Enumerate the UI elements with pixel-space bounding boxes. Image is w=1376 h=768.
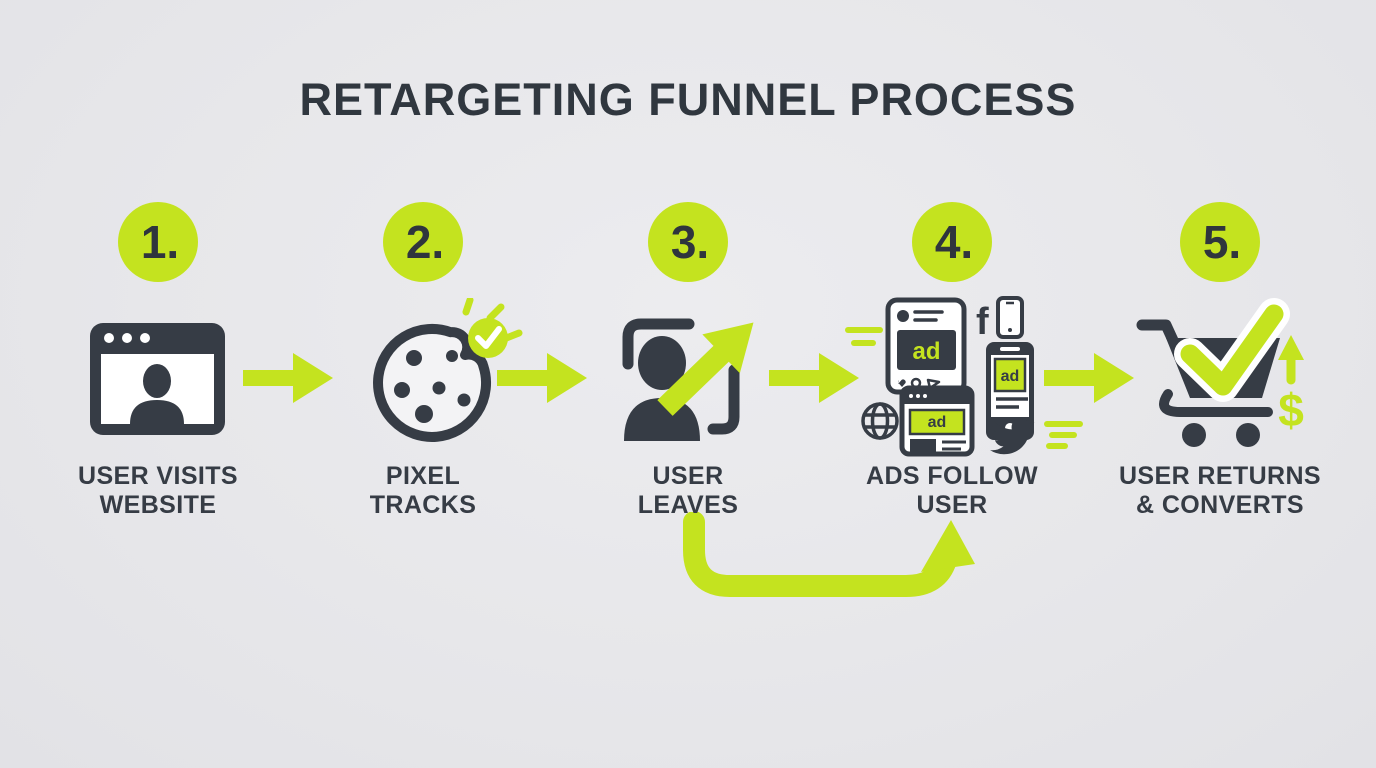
heart-icon xyxy=(898,379,906,387)
small-phone-icon xyxy=(996,296,1024,339)
connector-arrow-2 xyxy=(497,350,589,406)
cookie-pixel-icon xyxy=(362,298,524,450)
share-icon xyxy=(926,378,941,390)
browser-ad-icon: ad xyxy=(899,385,975,457)
social-ad-card-icon: ad xyxy=(885,297,967,395)
step-4-number: 4. xyxy=(934,216,974,268)
connector-arrow-1 xyxy=(243,350,335,406)
ads-devices-icon: ad f ad xyxy=(840,290,1090,462)
checkmark-icon xyxy=(1180,304,1284,396)
globe-icon xyxy=(861,402,899,440)
sparkle-icon xyxy=(462,298,474,316)
browser-user-icon xyxy=(85,318,230,440)
step-3-number-badge: 3. xyxy=(648,202,728,282)
step-2-number-badge: 2. xyxy=(383,202,463,282)
phone-ad-icon: ad xyxy=(986,342,1034,440)
twitter-icon xyxy=(990,418,1035,455)
step-5-number: 5. xyxy=(1202,216,1242,268)
sparkle-icon xyxy=(486,303,505,322)
step-4-number-badge: 4. xyxy=(912,202,992,282)
step-5-label: USER RETURNS& CONVERTS xyxy=(1118,462,1322,519)
user-exit-icon xyxy=(605,300,775,450)
step-5-number-badge: 5. xyxy=(1180,202,1260,282)
connector-arrow-4 xyxy=(1044,350,1136,406)
exit-arrow-icon xyxy=(657,322,754,416)
cart-check-icon: $ xyxy=(1128,298,1318,460)
connector-arrow-3 xyxy=(769,350,861,406)
step-3-number: 3. xyxy=(670,216,710,268)
dollar-icon: $ xyxy=(1278,384,1304,436)
ad-label: ad xyxy=(1001,368,1020,385)
page-title: RETARGETING FUNNEL PROCESS xyxy=(299,74,1077,125)
step-1-number: 1. xyxy=(140,216,180,268)
step-2-number: 2. xyxy=(405,216,445,268)
step-1-number-badge: 1. xyxy=(118,202,198,282)
return-loop-arrow xyxy=(660,512,990,622)
ad-label: ad xyxy=(912,338,940,365)
ad-label: ad xyxy=(928,414,947,431)
facebook-icon: f xyxy=(976,301,989,343)
sparkle-icon xyxy=(500,329,523,343)
